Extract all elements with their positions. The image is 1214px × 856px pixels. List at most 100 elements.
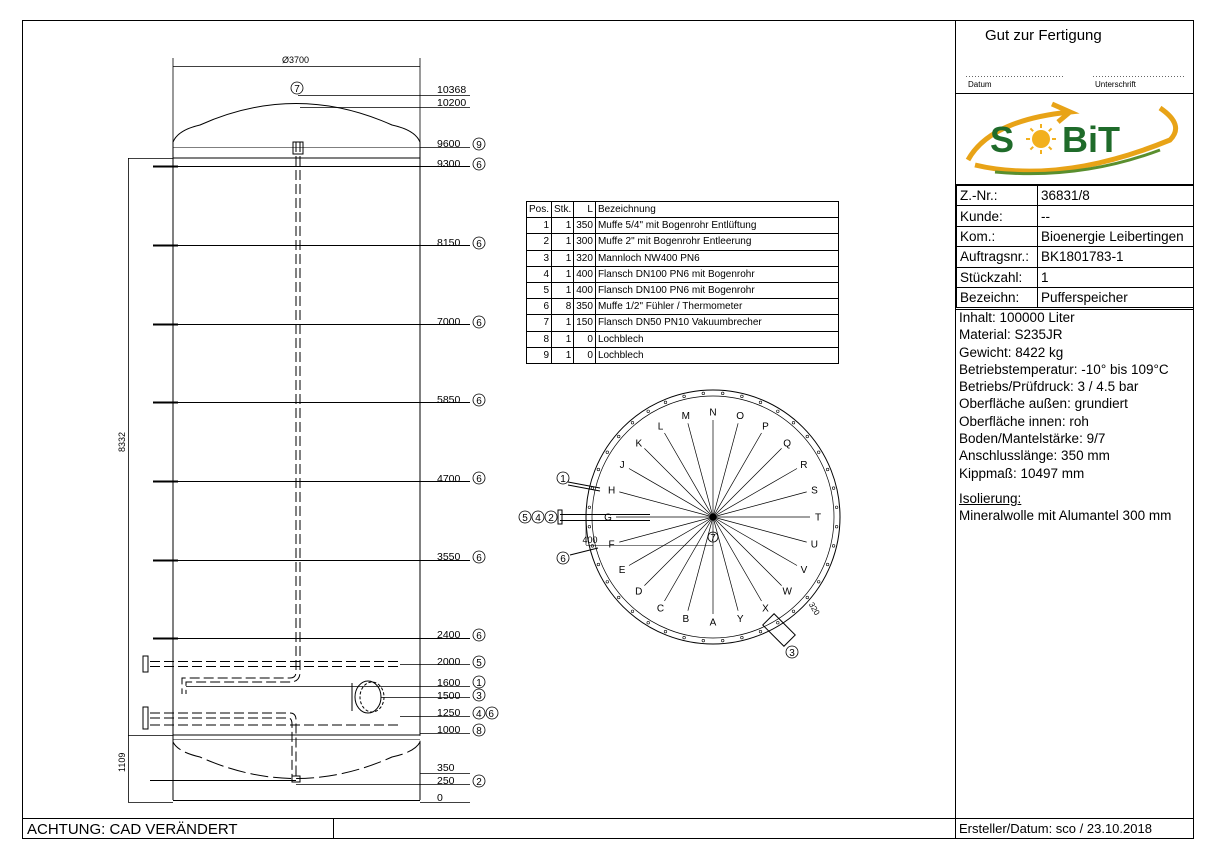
- cell: 150: [573, 314, 596, 332]
- title-block-fields: Z.-Nr.:36831/8 Kunde:-- Kom.:Bioenergie …: [956, 184, 1194, 309]
- field-row: Auftragsnr.:BK1801783-1: [956, 246, 1194, 268]
- cell: 300: [573, 233, 596, 251]
- sensor-nozzles: [153, 165, 470, 640]
- plan-tags: [518, 471, 799, 659]
- cell: 350: [573, 217, 596, 235]
- cell: 1: [551, 249, 575, 267]
- plan-ray: [687, 516, 714, 611]
- level-text: 3550: [437, 551, 461, 563]
- field-row: Stückzahl:1: [956, 266, 1194, 288]
- plan-letter-r: R: [800, 460, 807, 471]
- field-value: --: [1037, 205, 1194, 227]
- plan-ray: [712, 432, 762, 518]
- cell: 3: [525, 249, 553, 267]
- plan-ray: [712, 516, 798, 566]
- bolt-hole: [776, 621, 780, 625]
- cell: 1: [525, 217, 553, 235]
- plan-ray: [712, 516, 762, 602]
- plan-letter-v: V: [801, 565, 808, 576]
- field-label: Bezeichn:: [956, 286, 1038, 309]
- level-text: 1500: [437, 690, 461, 702]
- signature-label: Unterschrift: [1095, 80, 1137, 89]
- level-text: 250: [437, 775, 455, 787]
- plan-tag-numbers: 7 1 5 4 2 6 3 400 320: [522, 474, 821, 659]
- level-labels: 10368 10200 9600 9300 8150 7000 5850 470…: [437, 84, 466, 804]
- plan-tag-1: 1: [560, 474, 566, 485]
- tank-plan-view: [557, 389, 841, 647]
- plan-dim-400: 400: [582, 535, 597, 545]
- bolt-hole: [831, 486, 836, 490]
- bolt-hole: [805, 434, 809, 439]
- plan-ray: [664, 432, 714, 518]
- plan-ray: [712, 423, 739, 518]
- cell: 350: [573, 298, 596, 316]
- plan-ray: [644, 448, 714, 518]
- property-line: Gewicht: 8422 kg: [959, 344, 1064, 360]
- level-text: 2000: [437, 656, 461, 668]
- tag-8: 8: [476, 726, 482, 737]
- property-line: Oberfläche außen: grundiert: [959, 396, 1128, 412]
- logo-letter-s: S: [990, 119, 1014, 160]
- bolt-hole: [817, 450, 821, 454]
- property-line: Betriebs/Prüfdruck: 3 / 4.5 bar: [959, 379, 1139, 395]
- bolt-hole: [834, 505, 839, 509]
- tag-7-top: 7: [294, 84, 300, 95]
- plan-ray: [687, 423, 714, 518]
- plan-ray: [712, 491, 807, 518]
- tag-6: 6: [476, 396, 482, 407]
- bolt-hole: [663, 629, 668, 634]
- cell: 1: [551, 314, 575, 332]
- diameter-label: Ø3700: [282, 55, 309, 65]
- cell: 0: [573, 346, 596, 364]
- field-label: Auftragsnr.:: [956, 246, 1038, 268]
- tag-6: 6: [476, 474, 482, 485]
- bolt-hole: [791, 609, 796, 613]
- property-line: Betriebstemperatur: -10° bis 109°C: [959, 361, 1169, 377]
- bolt-hole: [630, 609, 635, 613]
- bottom-height-label: 1109: [117, 753, 127, 772]
- plan-letter-q: Q: [783, 438, 791, 449]
- header-l: L: [573, 200, 596, 219]
- bolt-hole: [817, 580, 821, 584]
- field-row: Z.-Nr.:36831/8: [956, 184, 1194, 207]
- tag-6: 6: [476, 631, 482, 642]
- plan-letter-w: W: [782, 587, 792, 598]
- level-text: 1250: [437, 707, 461, 719]
- tag-6: 6: [476, 553, 482, 564]
- level-text: 4700: [437, 473, 461, 485]
- position-tags: [290, 81, 499, 788]
- tag-6: 6: [476, 318, 482, 329]
- cell: Flansch DN100 PN6 mit Bogenrohr: [594, 281, 839, 300]
- plan-tag-6: 6: [560, 554, 566, 565]
- bolt-hole: [721, 391, 725, 396]
- bolt-hole: [630, 421, 635, 425]
- plan-letter-m: M: [682, 411, 690, 422]
- plan-letter-n: N: [709, 408, 716, 419]
- top-head: [172, 103, 421, 158]
- plan-letter-k: K: [635, 438, 642, 449]
- plan-letter-a: A: [710, 618, 717, 629]
- plan-letter-o: O: [736, 411, 744, 422]
- cell: 1: [551, 281, 575, 300]
- date-label: Datum: [968, 80, 992, 89]
- plan-tag-4: 4: [535, 513, 541, 524]
- bolt-hole: [834, 525, 839, 529]
- creator-date: Ersteller/Datum: sco / 23.10.2018: [959, 821, 1152, 836]
- bolt-hole: [740, 394, 744, 399]
- plan-letter-l: L: [658, 422, 664, 433]
- sobit-logo: S BiT: [965, 101, 1179, 176]
- logo-letters-bit: BiT: [1062, 119, 1120, 160]
- bolt-hole: [758, 629, 763, 634]
- tag-6: 6: [476, 160, 482, 171]
- plan-letter-d: D: [635, 587, 642, 598]
- field-value: 1: [1037, 266, 1194, 288]
- bolt-hole: [805, 595, 809, 600]
- plan-ray: [712, 468, 798, 518]
- plan-letter-y: Y: [737, 614, 744, 625]
- cell: 400: [573, 265, 596, 283]
